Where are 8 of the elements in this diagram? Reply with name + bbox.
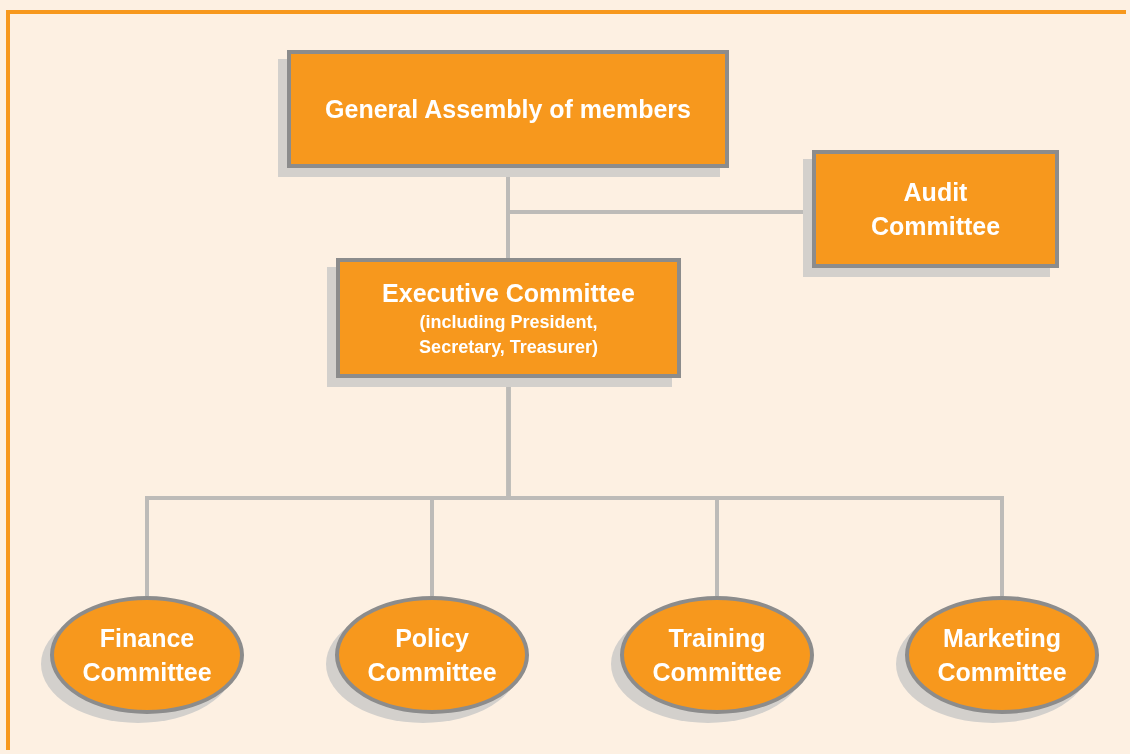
- node-subtitle: (including President, Secretary, Treasurer): [418, 311, 599, 359]
- node-title: Training Committee: [651, 623, 783, 688]
- node-title: General Assembly of members: [325, 94, 691, 125]
- node-title: Finance Committee: [81, 623, 213, 688]
- node-title: Audit Committee: [869, 177, 1002, 242]
- node-title: Executive Committee: [382, 278, 635, 309]
- node-title: Policy Committee: [366, 623, 498, 688]
- node-title: Marketing Committee: [936, 623, 1068, 688]
